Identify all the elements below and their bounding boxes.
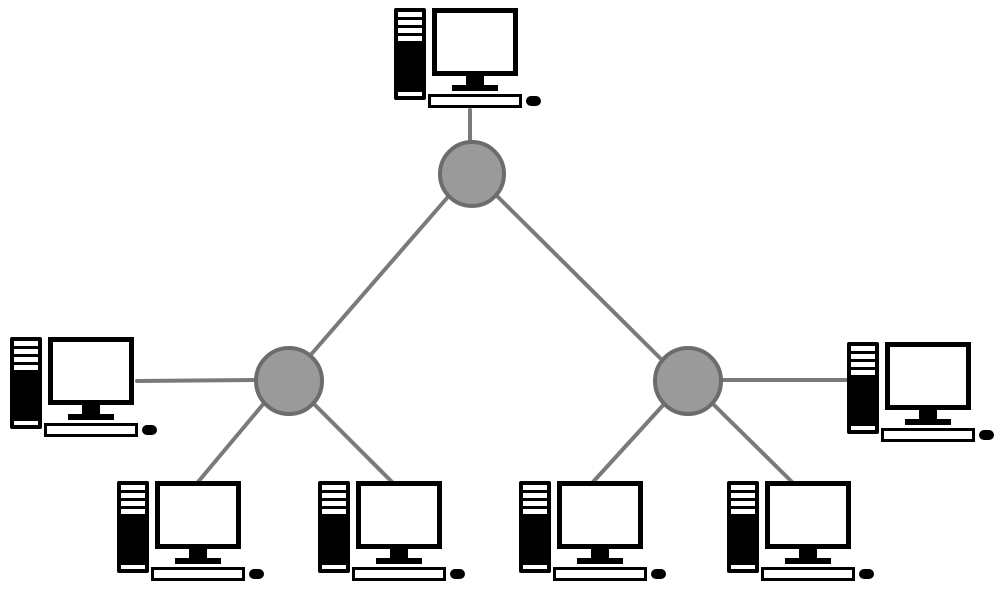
computer-top	[394, 8, 541, 108]
hub-left	[254, 346, 324, 416]
link-hub-right-to-pc-right-bottom-1	[591, 400, 668, 484]
desktop-computer-icon	[727, 481, 874, 581]
computer-right-bottom-2	[727, 481, 874, 581]
link-root-to-hub-right	[495, 194, 662, 360]
desktop-computer-icon	[10, 337, 157, 437]
computer-left-side	[10, 337, 157, 437]
desktop-computer-icon	[117, 481, 264, 581]
hub-root	[438, 140, 506, 208]
link-hub-right-to-pc-right-bottom-2	[709, 400, 794, 484]
computer-left-bottom-2	[318, 481, 465, 581]
link-hub-left-to-pc-left-side	[135, 378, 258, 383]
hub-right	[653, 346, 723, 416]
link-hub-left-to-pc-left-bottom-2	[310, 400, 394, 484]
desktop-computer-icon	[318, 481, 465, 581]
desktop-computer-icon	[519, 481, 666, 581]
computer-left-bottom-1	[117, 481, 264, 581]
computer-right-side	[847, 342, 994, 442]
desktop-computer-icon	[394, 8, 541, 108]
link-hub-left-to-pc-left-bottom-1	[196, 400, 267, 484]
desktop-computer-icon	[847, 342, 994, 442]
link-root-to-hub-left	[306, 196, 449, 360]
computer-right-bottom-1	[519, 481, 666, 581]
